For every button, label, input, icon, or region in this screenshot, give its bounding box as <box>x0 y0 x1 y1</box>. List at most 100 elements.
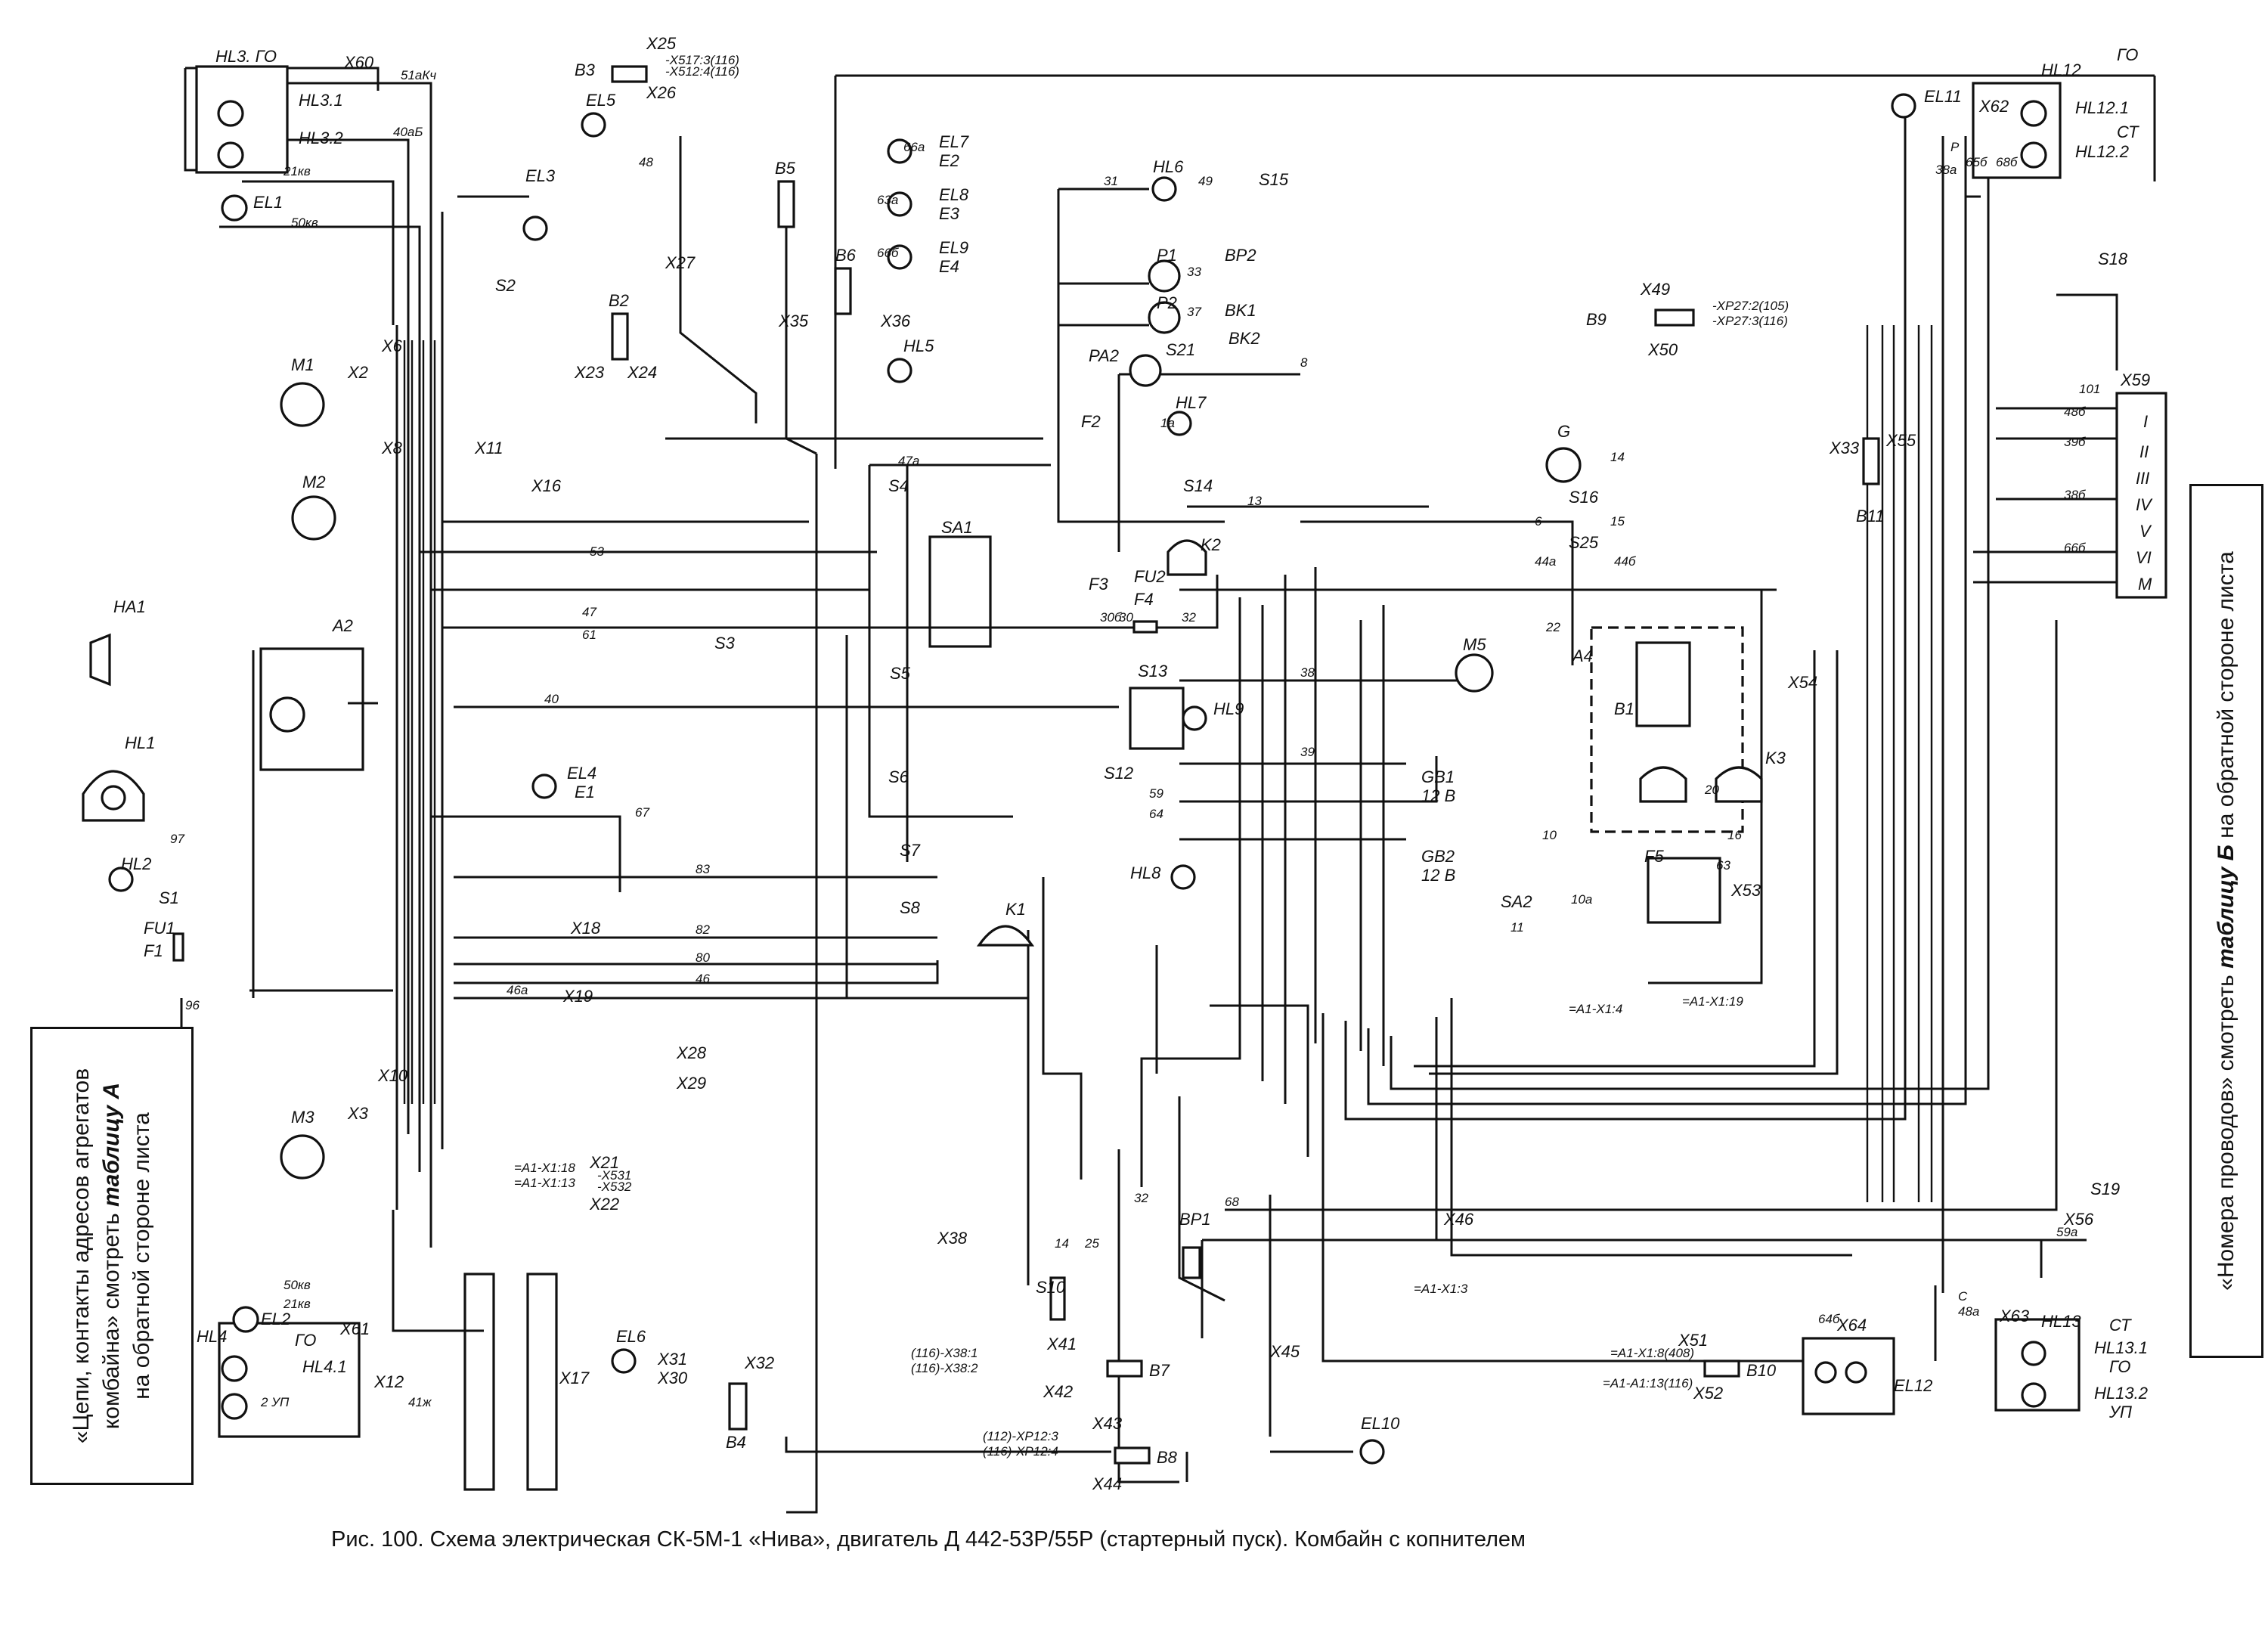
label-hl3-2: HL3.2 <box>299 129 343 147</box>
wn-83: 83 <box>696 862 710 876</box>
label-hl8: HL8 <box>1130 863 1161 882</box>
addr-x512: -Х512:4(116) <box>665 64 739 79</box>
lamp-hl2: HL2 <box>108 854 151 892</box>
switch-s18: S18 <box>2098 250 2128 268</box>
fuse-f5: F5 X53 X54 <box>1644 673 1817 924</box>
motor-m3: M3 X3 <box>280 1104 369 1180</box>
wn-47a: 47а <box>898 454 919 468</box>
wn-48b: 48б <box>2064 405 2087 419</box>
label-hl13-1: HL13.1 <box>2094 1338 2148 1357</box>
label-hl1: HL1 <box>125 733 155 752</box>
label-x21: X21 <box>589 1153 619 1172</box>
motor-m1: M1 X2 <box>280 355 368 427</box>
label-hl12-2: HL12.2 <box>2075 142 2129 161</box>
beacon-hl1: HL1 <box>82 733 155 822</box>
addr-x531: -Х531 <box>597 1168 631 1183</box>
wn-65b: 65б <box>1966 155 1988 169</box>
label-b2: B2 <box>609 291 629 310</box>
label-x51: X51 <box>1678 1331 1708 1350</box>
addr-a1-13-116: =А1-А1:13(116) <box>1603 1376 1693 1390</box>
wn-53: 53 <box>590 544 604 559</box>
label-ha1: HA1 <box>113 597 146 616</box>
wn-50kv2: 50кв <box>284 1278 311 1292</box>
wn-16: 16 <box>1727 828 1742 842</box>
label-x8: X8 <box>381 439 403 457</box>
label-x10: X10 <box>377 1066 408 1085</box>
label-s14: S14 <box>1183 476 1213 495</box>
label-x56: X56 <box>2063 1210 2094 1229</box>
label-x54: X54 <box>1787 673 1817 692</box>
wn-48: 48 <box>639 155 653 169</box>
label-x28: X28 <box>676 1043 707 1062</box>
label-x53: X53 <box>1730 881 1761 900</box>
wn-11: 11 <box>1510 920 1524 935</box>
gauges-p: P1 P2 PA2 S21 BP2 BK1 BK2 HL7 <box>1089 246 1260 436</box>
label-hl7: HL7 <box>1176 393 1207 412</box>
label-bp2: BP2 <box>1225 246 1256 265</box>
wn-32: 32 <box>1182 610 1196 625</box>
lamp-el2-hl4: EL2 HL4 ГО HL4.1 2 УП X61 X12 <box>197 1306 404 1438</box>
label-fu1: FU1 <box>144 919 175 938</box>
lamp-hl6: HL6 S15 <box>1151 157 1289 202</box>
label-x46: X46 <box>1443 1210 1474 1229</box>
lamp-hl12: HL12 HL12.1 HL12.2 X62 ГО СТ <box>1972 45 2139 179</box>
wn-15: 15 <box>1610 514 1625 529</box>
label-x42: X42 <box>1043 1382 1073 1401</box>
label-m1: M1 <box>291 355 314 374</box>
generator-g: G S16 S25 <box>1545 422 1599 552</box>
block-a4: A4 B1 K3 <box>1571 626 1786 833</box>
addr-x532: -Х532 <box>597 1180 632 1194</box>
label-a4: A4 <box>1571 646 1593 665</box>
wn-59: 59 <box>1149 786 1163 801</box>
wn-10a: 10а <box>1571 892 1592 907</box>
label-x30: X30 <box>657 1369 688 1387</box>
wn-48a: 48а <box>1958 1304 1979 1319</box>
label-go-hl4: ГО <box>295 1331 316 1350</box>
label-sa2: SA2 <box>1501 892 1532 911</box>
switch-sa1: SA1 <box>928 518 992 648</box>
label-b4: B4 <box>726 1433 746 1452</box>
lamp-el3: EL3 <box>522 166 556 241</box>
label-x59: X59 <box>2120 370 2150 389</box>
label-hl3-1: HL3.1 <box>299 91 343 110</box>
term-v: V <box>2139 522 2152 541</box>
label-s16: S16 <box>1569 488 1599 507</box>
left-note-box: «Цепи, контакты адресов агрегатов комбай… <box>30 1027 194 1485</box>
label-el6: EL6 <box>616 1327 646 1346</box>
term-vi: VI <box>2136 548 2152 567</box>
connector-x17: X17 <box>463 1273 590 1491</box>
label-el11: EL11 <box>1924 87 1962 106</box>
label-hl3: HL3. ГО <box>215 47 277 66</box>
right-note-box: «Номера проводов» смотреть таблицу Б на … <box>2189 484 2263 1358</box>
sensor-b11: B11 X33 X55 <box>1829 431 1916 525</box>
label-s13: S13 <box>1138 662 1168 680</box>
label-b5: B5 <box>775 159 796 178</box>
label-s19: S19 <box>2090 1180 2120 1198</box>
label-go-hl13: ГО <box>2109 1357 2130 1376</box>
wn-41zh: 41ж <box>408 1395 432 1409</box>
left-note-line2-em: таблицу А <box>99 1082 125 1208</box>
wn-13: 13 <box>1247 494 1262 508</box>
wn-33: 33 <box>1187 265 1201 279</box>
label-x27: X27 <box>665 253 696 272</box>
wn-21kv3: 21кв <box>283 1297 311 1311</box>
wn-39: 39 <box>1300 745 1315 759</box>
horn-ha1: HA1 <box>89 597 146 687</box>
label-hl12-1: HL12.1 <box>2075 98 2129 117</box>
label-x38: X38 <box>937 1229 968 1248</box>
sensors-bottom: B7 B8 B10 S10 BP1 EL10 <box>1036 1210 1777 1467</box>
label-hl9: HL9 <box>1213 699 1244 718</box>
label-x63: X63 <box>1999 1307 2030 1325</box>
label-st-hl13: СТ <box>2109 1316 2132 1335</box>
wn-8: 8 <box>1300 355 1308 370</box>
label-s21: S21 <box>1166 340 1195 359</box>
wn-63: 63 <box>1716 858 1730 873</box>
label-el7: EL7 <box>939 132 969 151</box>
label-e2: E2 <box>939 151 959 170</box>
switch-s1: S1 FU1 F1 <box>144 888 184 962</box>
label-s2: S2 <box>495 276 516 295</box>
label-x33: X33 <box>1829 439 1860 457</box>
wn-59a: 59а <box>2056 1225 2077 1239</box>
label-s12: S12 <box>1104 764 1133 783</box>
